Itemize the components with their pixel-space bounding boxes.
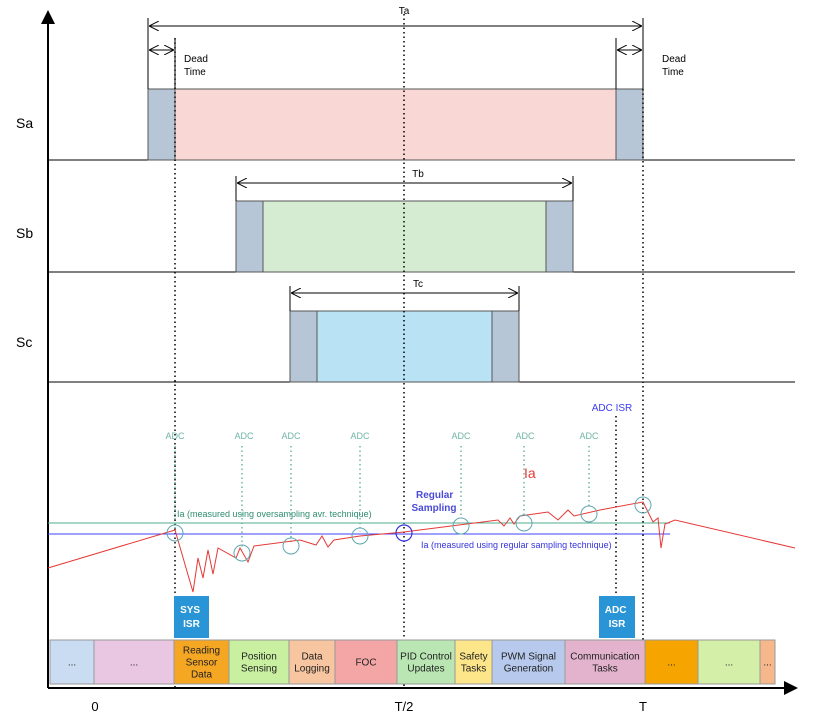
adc-isr-box-bg (599, 596, 635, 638)
adc-label: ADC (234, 431, 254, 441)
sample-point (515, 514, 533, 532)
tc-label: Tc (413, 279, 423, 290)
sc-on-pulse (316, 310, 493, 383)
task-block-bg (93, 639, 175, 685)
sampling-points (166, 496, 652, 562)
oversampling-measured-label: Ia (measured using oversampling avr. tec… (177, 509, 372, 519)
current-label-ia: Ia (524, 465, 536, 481)
row-label-sb: Sb (16, 225, 33, 241)
row-label-sc: Sc (16, 334, 32, 350)
tick-label-zero: 0 (91, 699, 98, 714)
sa-on-pulse (174, 88, 617, 161)
sample-point (233, 544, 251, 562)
task-block-bg (564, 639, 646, 685)
adc-labels: ADC ADC ADC ADC ADC ADC ADC (165, 431, 599, 441)
sys-isr-box-label: SYS ISR (180, 605, 203, 630)
sys-isr-box: SYS ISR (174, 596, 209, 638)
adc-label: ADC (451, 431, 471, 441)
task-block-bg (334, 639, 398, 685)
task-block-bg (173, 639, 230, 685)
ta-label: Ta (399, 6, 410, 17)
task-block-label: FOC (355, 658, 376, 669)
task-block-idle-5: ... (759, 639, 776, 685)
task-block-foc: FOC (334, 639, 398, 685)
sample-point (452, 517, 470, 535)
tb-label: Tb (412, 169, 424, 180)
adc-label: ADC (579, 431, 599, 441)
sb-dead-time-left (235, 200, 264, 273)
adc-isr-box: ADC ISR (599, 596, 635, 638)
adc-label: ADC (165, 431, 185, 441)
adc-isr-label: ADC ISR (592, 403, 633, 414)
sc-dead-time-left (289, 310, 318, 383)
task-block-bg (228, 639, 290, 685)
task-block-bg (491, 639, 566, 685)
task-block-bg (759, 639, 776, 685)
task-block-bg (396, 639, 456, 685)
adc-markers (174, 446, 590, 550)
task-block-bg (288, 639, 336, 685)
sample-point (166, 524, 184, 542)
sb-dead-time-right (545, 200, 574, 273)
phase-current-curve (47, 501, 796, 593)
task-block-bg (49, 639, 95, 685)
adc-label: ADC (350, 431, 370, 441)
adc-label: ADC (515, 431, 535, 441)
tick-label-period: T (639, 699, 647, 714)
task-block-idle-3: ... (644, 639, 699, 685)
task-block-idle-2: ... (93, 639, 175, 685)
sample-point (580, 505, 598, 523)
regular-sampling-point (395, 524, 413, 542)
dead-time-left-label: Dead Time (184, 54, 211, 78)
sample-point (351, 527, 369, 545)
sa-dead-time-left (147, 88, 176, 161)
task-block-label: ... (725, 658, 733, 669)
row-label-sa: Sa (16, 115, 33, 131)
task-block-label: ... (130, 658, 138, 669)
regular-sampling-label: Regular Sampling (411, 490, 456, 514)
regular-measured-label: Ia (measured using regular sampling tech… (421, 540, 612, 550)
task-block-label: ... (763, 658, 771, 669)
task-block-label: ... (667, 658, 675, 669)
sb-on-pulse (262, 200, 547, 273)
task-block-idle-1: ... (49, 639, 95, 685)
sys-isr-box-bg (174, 596, 209, 638)
adc-isr-box-label: ADC ISR (605, 605, 629, 630)
task-block-bg (697, 639, 761, 685)
task-block-bg (454, 639, 493, 685)
dead-time-right-label: Dead Time (662, 54, 689, 78)
tick-label-half-period: T/2 (395, 699, 414, 714)
sample-point (282, 537, 300, 555)
sc-dead-time-right (491, 310, 520, 383)
adc-label: ADC (281, 431, 301, 441)
task-block-idle-4: ... (697, 639, 761, 685)
task-block-label: ... (68, 658, 76, 669)
sample-point (634, 496, 652, 514)
sa-dead-time-right (615, 88, 644, 161)
